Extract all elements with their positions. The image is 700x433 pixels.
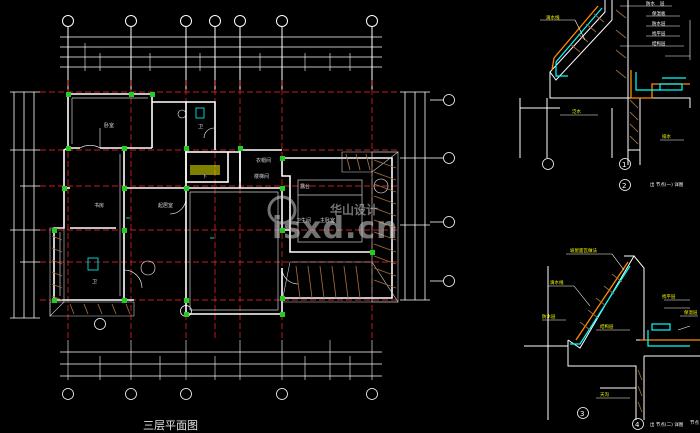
detail1-number-2: 2 [622,182,626,190]
detail2-label-1: 坡屋面瓦做法 [570,247,597,254]
room-labels: 卧室 卫 书房 起居室 卫 露台 楼梯间 衣帽间 下 主卧室 卫生间 [92,122,335,285]
room-label-stair: 楼梯间 [254,173,269,180]
room-label-wc2: 卫 [92,279,97,285]
roof-hatch-strokes [51,153,397,315]
room-label-master: 主卧室 [320,217,335,224]
detail2-label-4: 找平层 [662,293,676,300]
detail1-label-7: 滴水线 [546,14,560,21]
room-label-closet: 衣帽间 [256,157,271,164]
floor-plan-inner-lines [59,97,363,311]
detail1-label-5: 找平层 [652,30,666,37]
room-label-living: 起居室 [158,202,173,209]
stair-treads [190,165,220,175]
room-label-wc1: 卫 [198,124,203,130]
detail2-label-7: 天沟 [600,391,609,398]
room-label-study: 书房 [94,202,104,209]
structural-columns [52,92,375,317]
room-label-down: 下 [202,174,207,180]
bottom-dimension-lines [60,305,382,400]
plan-title: 三层平面图 [143,419,198,432]
detail1-caption: 出 节点(一) 详图 [650,181,684,188]
detail1-label-1: 防水 [646,0,655,7]
detail1-label-3: 保温板 [652,10,666,17]
room-label-bath: 卫生间 [296,217,311,224]
watermark-subtext: 华山设计 [330,202,378,217]
detail2-label-3: 防水层 [542,313,556,320]
detail2-number-1: 3 [580,410,584,418]
detail2-number-2: 4 [635,421,640,429]
detail2-label-2: 滴水线 [550,279,564,286]
detail-1: 防水 层 保温板 防水层 找平层 结构层 滴水线 泛水 排水 出 节点(一) 详… [519,0,691,191]
detail-2: 坡屋面瓦做法 滴水线 防水层 找平层 保温层 结构层 天沟 节点 出 节点(二)… [524,247,700,430]
left-dimension-lines [10,91,40,319]
detail1-number-1: 1 [622,161,626,169]
detail1-label-9: 排水 [662,133,671,140]
detail2-label-6: 结构层 [600,323,614,330]
watermark-text: isxd.cn [272,211,399,246]
detail2-label-5: 保温层 [684,309,698,316]
detail1-label-6: 结构层 [652,40,666,47]
detail1-label-8: 泛水 [572,108,581,115]
room-label-terrace: 露台 [300,183,310,190]
detail2-label-8: 节点 [690,420,699,426]
detail1-label-4: 防水层 [652,20,666,27]
top-dimension-lines [60,33,382,71]
room-label-bedroom: 卧室 [104,122,114,129]
fixtures [87,107,214,271]
detail1-label-2: 层 [660,1,665,7]
right-dimension-lines [400,91,455,301]
watermark: isxd.cn 华山设计 [267,195,399,246]
detail2-caption: 出 节点(二) 详图 [650,421,684,428]
